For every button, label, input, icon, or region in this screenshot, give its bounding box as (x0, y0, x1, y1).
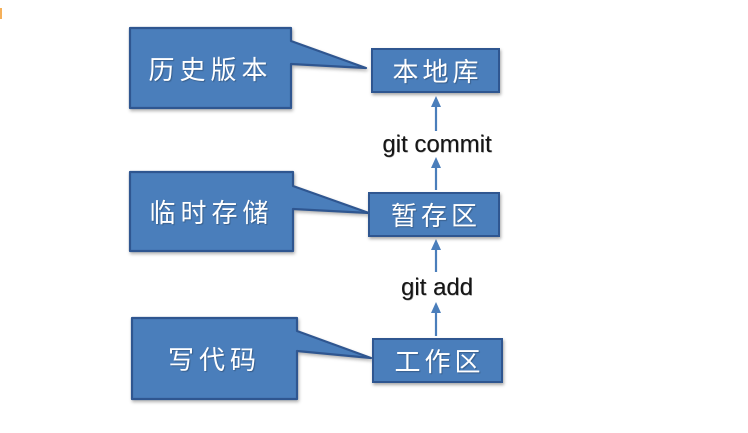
callout-shape-write-code (130, 316, 373, 401)
node-local-repo: 本地库 (371, 48, 500, 93)
edge-label-git-add: git add (400, 274, 474, 301)
arrow-staging-to-commit-label (431, 157, 441, 190)
node-workspace: 工作区 (372, 338, 503, 383)
arrow-commit-to-local-repo (431, 96, 441, 131)
node-staging-area: 暂存区 (368, 192, 500, 237)
callout-shape-temp-storage (128, 170, 371, 253)
node-local-repo-label: 本地库 (392, 57, 483, 87)
slide-edge-accent (0, 8, 2, 19)
node-workspace-label: 工作区 (394, 347, 485, 377)
arrow-workspace-to-add-label (431, 302, 441, 336)
node-staging-area-label: 暂存区 (390, 201, 481, 231)
arrow-add-to-staging (431, 239, 441, 272)
edge-label-git-commit: git commit (382, 131, 492, 158)
callout-shape-history-version (128, 26, 368, 110)
